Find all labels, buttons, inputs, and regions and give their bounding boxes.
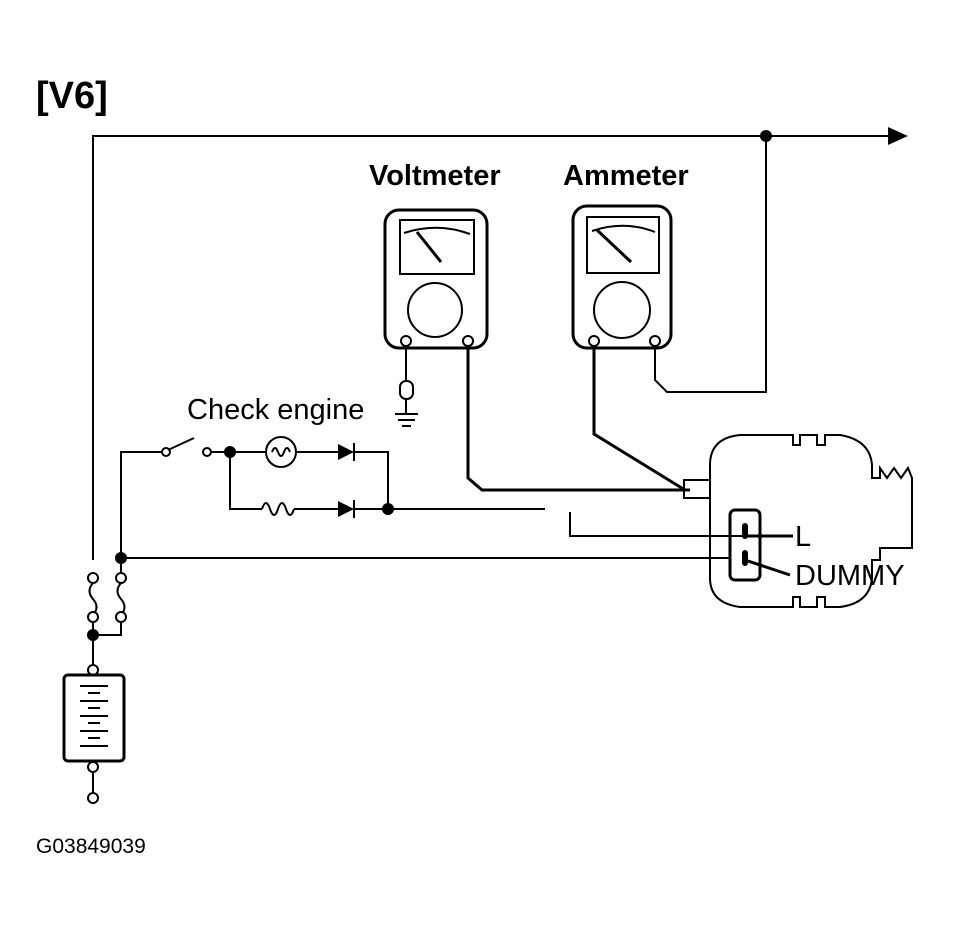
battery-feed [115,552,730,564]
ammeter-label: Ammeter [563,160,689,192]
fuses [87,558,127,668]
ammeter [571,204,673,350]
voltmeter [383,208,489,350]
terminal-l-label: L [795,521,811,553]
ammeter-lead [592,346,686,492]
figure-code: G03849039 [36,835,146,858]
main-power-line [92,127,908,560]
ignition-circuit [120,436,545,560]
diagram-title: [V6] [36,75,108,117]
l-terminal-wire [569,512,745,537]
voltmeter-lead [466,346,690,492]
check-engine-label: Check engine [187,394,364,426]
terminal-dummy-label: DUMMY [795,560,905,592]
battery [62,664,126,804]
voltmeter-label: Voltmeter [369,160,501,192]
voltmeter-ground [395,346,418,427]
alternator [683,434,913,608]
